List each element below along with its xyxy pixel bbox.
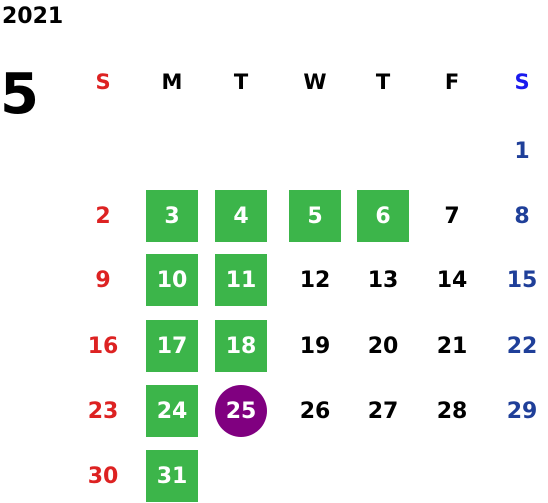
day-10[interactable]: 10 bbox=[146, 254, 198, 306]
day-1[interactable]: 1 bbox=[514, 138, 530, 164]
calendar-month: 5 bbox=[0, 62, 39, 127]
weekday-sun: S bbox=[95, 70, 111, 94]
day-13[interactable]: 13 bbox=[367, 267, 399, 293]
day-29[interactable]: 29 bbox=[506, 398, 538, 424]
day-20[interactable]: 20 bbox=[367, 333, 399, 359]
day-26[interactable]: 26 bbox=[299, 398, 331, 424]
day-15[interactable]: 15 bbox=[506, 267, 538, 293]
day-7[interactable]: 7 bbox=[444, 203, 460, 229]
weekday-wed: W bbox=[303, 70, 327, 94]
day-25[interactable]: 25 bbox=[215, 385, 267, 437]
day-8[interactable]: 8 bbox=[514, 203, 530, 229]
day-14[interactable]: 14 bbox=[436, 267, 468, 293]
day-28[interactable]: 28 bbox=[436, 398, 468, 424]
day-30[interactable]: 30 bbox=[87, 463, 119, 489]
calendar-year: 2021 bbox=[2, 4, 64, 29]
day-16[interactable]: 16 bbox=[87, 333, 119, 359]
day-24[interactable]: 24 bbox=[146, 385, 198, 437]
day-18[interactable]: 18 bbox=[215, 320, 267, 372]
weekday-thu: T bbox=[375, 70, 391, 94]
day-4[interactable]: 4 bbox=[215, 190, 267, 242]
day-3[interactable]: 3 bbox=[146, 190, 198, 242]
weekday-tue: T bbox=[233, 70, 249, 94]
day-27[interactable]: 27 bbox=[367, 398, 399, 424]
day-21[interactable]: 21 bbox=[436, 333, 468, 359]
day-11[interactable]: 11 bbox=[215, 254, 267, 306]
day-17[interactable]: 17 bbox=[146, 320, 198, 372]
day-19[interactable]: 19 bbox=[299, 333, 331, 359]
day-22[interactable]: 22 bbox=[506, 333, 538, 359]
weekday-mon: M bbox=[161, 70, 183, 94]
day-12[interactable]: 12 bbox=[299, 267, 331, 293]
day-2[interactable]: 2 bbox=[95, 203, 111, 229]
day-23[interactable]: 23 bbox=[87, 398, 119, 424]
weekday-fri: F bbox=[444, 70, 460, 94]
day-5[interactable]: 5 bbox=[289, 190, 341, 242]
day-6[interactable]: 6 bbox=[357, 190, 409, 242]
weekday-sat: S bbox=[514, 70, 530, 94]
day-9[interactable]: 9 bbox=[95, 267, 111, 293]
day-31[interactable]: 31 bbox=[146, 450, 198, 502]
